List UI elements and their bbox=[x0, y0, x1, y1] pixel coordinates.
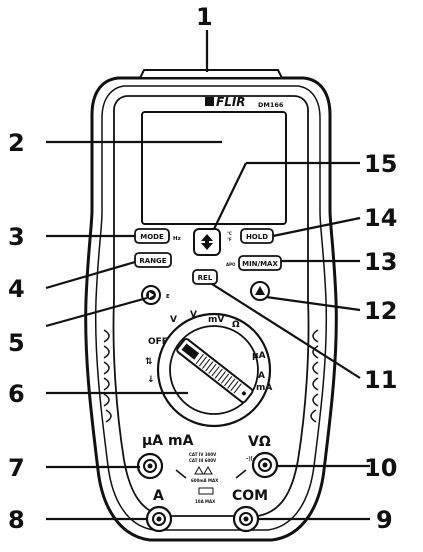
dial-vac-label: V bbox=[170, 315, 177, 325]
mode-button-label: MODE bbox=[140, 233, 164, 241]
v-ohm-jack[interactable] bbox=[251, 451, 279, 479]
callout-13: 13 bbox=[364, 248, 397, 276]
dial-off-label: OFF bbox=[148, 337, 168, 347]
caution-icon bbox=[203, 465, 213, 475]
rel-button[interactable]: REL bbox=[192, 269, 218, 285]
callout-8: 8 bbox=[8, 506, 25, 534]
callout-leaders bbox=[45, 30, 370, 521]
dial-ohm-label: Ω bbox=[232, 320, 240, 330]
callout-6: 6 bbox=[8, 380, 25, 408]
callout-3: 3 bbox=[8, 223, 25, 251]
mode-button[interactable]: MODE bbox=[134, 228, 170, 244]
callout-1: 1 bbox=[196, 3, 213, 31]
callout-15: 15 bbox=[364, 150, 397, 178]
callout-12: 12 bbox=[364, 297, 397, 325]
callout-numbers: 1 2 3 4 5 6 7 8 9 10 11 12 13 14 15 bbox=[8, 3, 397, 534]
fahrenheit-label: °F bbox=[227, 237, 232, 242]
brand-logo: FLIR DM166 bbox=[205, 95, 284, 109]
callout-11: 11 bbox=[364, 366, 397, 394]
callout-9: 9 bbox=[376, 506, 393, 534]
celsius-label: °C bbox=[227, 231, 232, 236]
brand-name: FLIR bbox=[216, 95, 246, 109]
model-name: DM166 bbox=[258, 101, 284, 109]
ncv-button[interactable] bbox=[250, 281, 270, 301]
dial-ncv-icon: ⇅ bbox=[145, 357, 153, 367]
callout-2: 2 bbox=[8, 129, 25, 157]
minmax-button-label: MIN/MAX bbox=[242, 260, 278, 268]
hold-button-label: HOLD bbox=[246, 233, 268, 241]
callout-4: 4 bbox=[8, 275, 25, 303]
ua-ma-jack[interactable] bbox=[136, 452, 164, 480]
dial-vdc-label: V bbox=[190, 310, 197, 320]
up-down-arrow-icon bbox=[201, 234, 213, 250]
callout-5: 5 bbox=[8, 329, 25, 357]
dial-ua-label: µA bbox=[252, 351, 266, 361]
cat-iii-rating: CAT III 600V bbox=[189, 458, 217, 463]
dial-a-label: A bbox=[258, 371, 265, 381]
dial-ma-label: mA bbox=[256, 383, 272, 393]
flashlight-button[interactable] bbox=[141, 285, 161, 305]
cat-iv-rating: CAT IV 300V bbox=[189, 452, 217, 457]
a-jack[interactable] bbox=[145, 505, 173, 533]
play-icon bbox=[149, 292, 154, 298]
range-button[interactable]: RANGE bbox=[134, 252, 172, 268]
a-max-rating: 10A MAX bbox=[195, 499, 215, 504]
v-ohm-jack-label: VΩ bbox=[248, 434, 271, 450]
minmax-button[interactable]: MIN/MAX bbox=[238, 255, 282, 271]
capacitor-label: -|(- bbox=[246, 456, 255, 462]
rotary-dial[interactable]: OFF V V mV Ω µA A mA ⇅ ↓ bbox=[145, 310, 272, 428]
rel-button-label: REL bbox=[198, 274, 213, 282]
com-jack[interactable] bbox=[232, 505, 260, 533]
callout-10: 10 bbox=[364, 454, 397, 482]
ratings-block: CAT IV 300V CAT III 600V 600mA MAX 10A M… bbox=[175, 452, 247, 504]
a-jack-label: A bbox=[153, 488, 164, 504]
dial-temp-icon: ↓ bbox=[147, 375, 155, 385]
mode-hz-label: Hz bbox=[173, 236, 181, 242]
ma-max-rating: 600mA MAX bbox=[191, 478, 218, 483]
lcd-display bbox=[141, 111, 287, 225]
com-jack-label: COM bbox=[232, 488, 268, 504]
apo-label: APO bbox=[226, 262, 236, 267]
warning-triangle-icon bbox=[255, 286, 265, 295]
range-button-label: RANGE bbox=[139, 257, 166, 265]
warning-icon bbox=[194, 465, 204, 475]
dial-mv-label: mV bbox=[208, 315, 224, 325]
hold-button[interactable]: HOLD bbox=[240, 228, 274, 244]
callout-7: 7 bbox=[8, 454, 25, 482]
callout-14: 14 bbox=[364, 204, 397, 232]
flashlight-e-label: E bbox=[166, 294, 170, 300]
ua-ma-jack-label: µA mA bbox=[142, 433, 194, 449]
navigation-button[interactable] bbox=[193, 228, 221, 256]
